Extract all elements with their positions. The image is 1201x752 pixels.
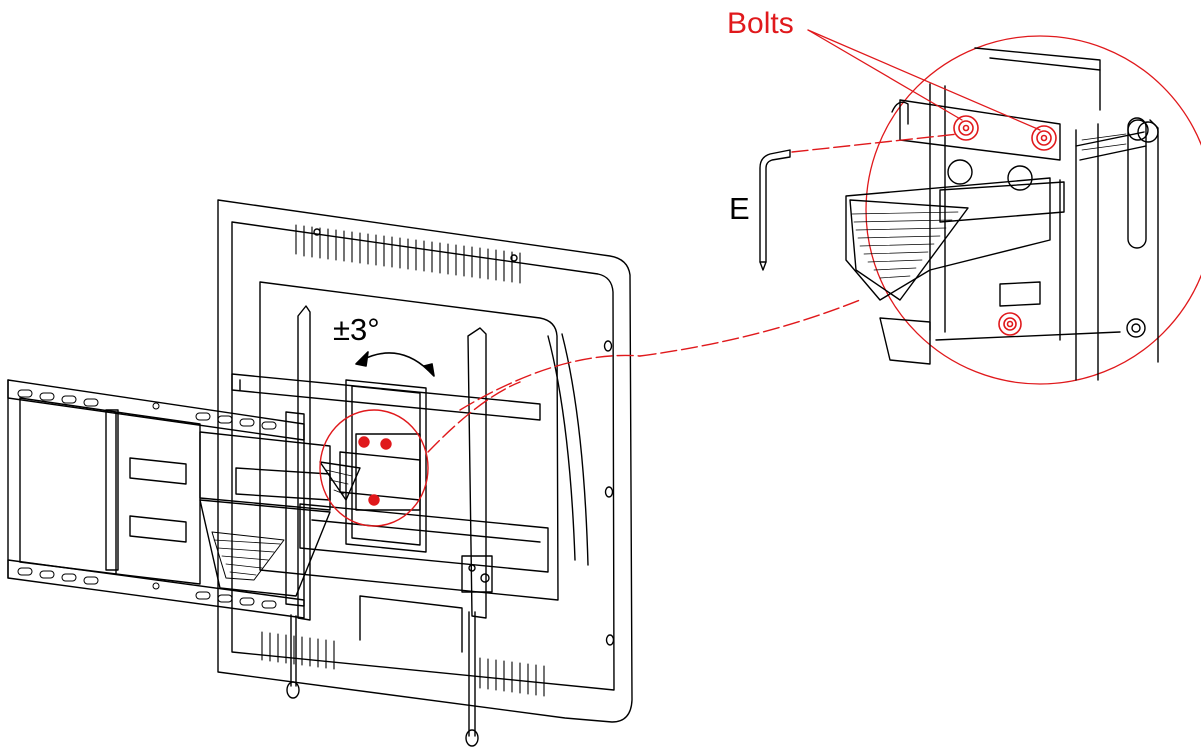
tilt-angle-label: ±3° — [333, 312, 380, 347]
inset-bolts — [953, 115, 1057, 336]
inset-texture — [851, 133, 1127, 279]
bolts-leader-lines — [807, 29, 1041, 131]
tv-side-frame — [7, 379, 305, 619]
panel-screw-holes — [313, 228, 615, 646]
frame-slots — [17, 389, 277, 609]
vertical-brackets — [286, 305, 493, 747]
bottom-vents — [261, 631, 545, 697]
arm-texture — [213, 469, 353, 576]
tv-back-panel — [217, 199, 633, 723]
connector-port-box — [359, 595, 463, 653]
hex-key-tool — [759, 133, 959, 271]
top-vents — [295, 224, 521, 284]
magnified-inset — [845, 35, 1201, 385]
tilt-arrow — [355, 351, 435, 377]
wall-mount-plate — [339, 379, 427, 553]
bolts-label: Bolts — [727, 7, 794, 40]
detail-callout — [319, 299, 861, 527]
tool-label-e: E — [729, 191, 750, 226]
